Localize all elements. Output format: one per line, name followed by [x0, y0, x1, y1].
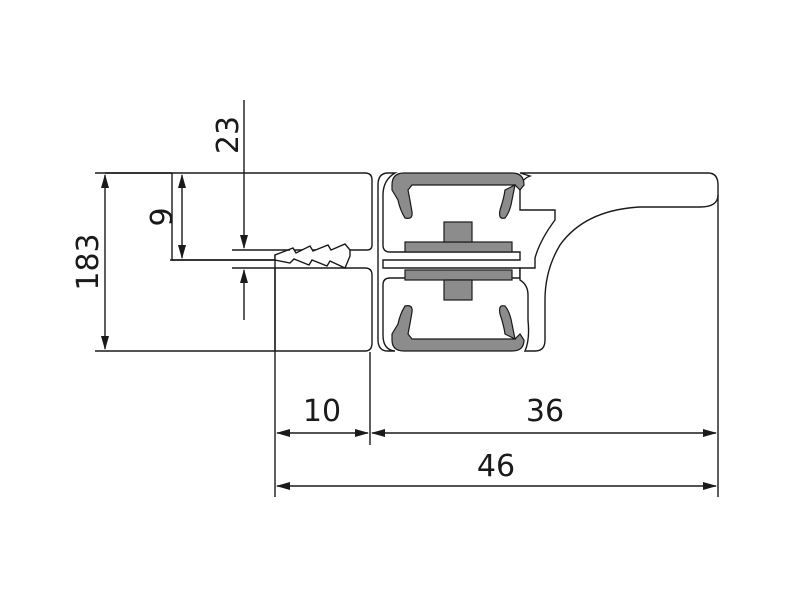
label-46: 46	[477, 449, 515, 484]
serrated-tongue	[274, 243, 351, 269]
dimension-lines	[95, 100, 719, 497]
profile-right-body	[519, 172, 719, 352]
profile-cross-section	[105, 172, 719, 352]
gasket-top	[391, 172, 525, 219]
center-bar-lower-flange	[404, 269, 513, 281]
profile-center-spine	[377, 172, 521, 352]
label-183: 183	[71, 233, 106, 290]
label-23: 23	[211, 116, 246, 154]
center-bar-lower-stem	[443, 279, 473, 301]
center-bar-upper-stem	[443, 221, 473, 243]
label-36: 36	[526, 394, 564, 429]
center-bar-upper-flange	[404, 241, 513, 253]
dimension-labels: 183 9 23 10 36 46	[71, 116, 564, 484]
gasket-bottom	[391, 305, 525, 352]
label-9: 9	[145, 207, 180, 226]
label-10: 10	[303, 394, 341, 429]
profile-left-lower-block	[274, 267, 373, 352]
